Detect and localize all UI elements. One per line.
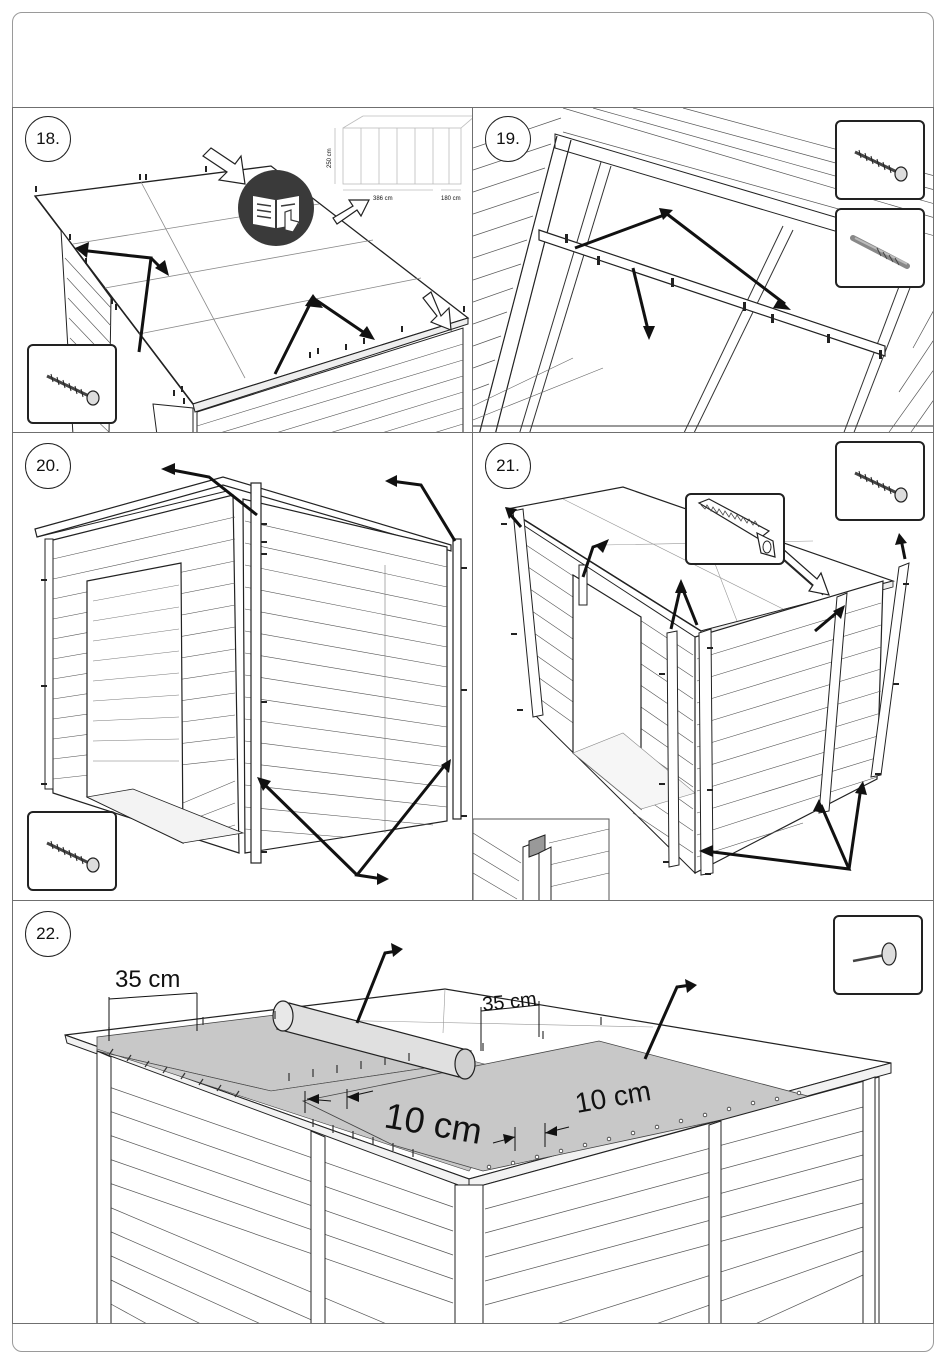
saw-icon: [687, 495, 783, 563]
step-19-panel: 19.: [472, 107, 934, 434]
step-21-panel: 21.: [472, 432, 934, 902]
screw-icon: [29, 346, 115, 422]
inset-depth-label: 180 cm: [441, 196, 461, 202]
inset-width-label: 386 cm: [373, 196, 393, 202]
step-number-badge: 18.: [25, 116, 71, 162]
step-22-illustration: 35 cm 35 cm 10 cm 10 cm: [13, 901, 934, 1324]
step-number-badge: 19.: [485, 116, 531, 162]
part-box-saw: [685, 493, 785, 565]
manual-book-icon: [238, 170, 314, 246]
step-number-badge: 22.: [25, 911, 71, 957]
part-box-screw: [835, 441, 925, 521]
part-box-screw: [835, 120, 925, 200]
drill-bit-icon: [837, 210, 923, 286]
screw-icon: [837, 122, 923, 198]
part-box-screw: [27, 344, 117, 424]
screw-icon: [837, 443, 923, 519]
part-box-drill-bit: [835, 208, 925, 288]
step-number-badge: 21.: [485, 443, 531, 489]
part-box-screw: [27, 811, 117, 891]
inset-height-label: 250 cm: [327, 148, 333, 168]
dimension-overhang-left: 35 cm: [115, 966, 180, 993]
screw-icon: [29, 813, 115, 889]
part-box-roofing-nail: [833, 915, 923, 995]
step-18-panel: 386 cm 180 cm 250 cm 18.: [12, 107, 474, 434]
step-number-badge: 20.: [25, 443, 71, 489]
step-22-panel: 35 cm 35 cm 10 cm 10 cm 22.: [12, 900, 934, 1324]
roofing-nail-icon: [835, 917, 921, 993]
step-20-panel: 20.: [12, 432, 474, 902]
